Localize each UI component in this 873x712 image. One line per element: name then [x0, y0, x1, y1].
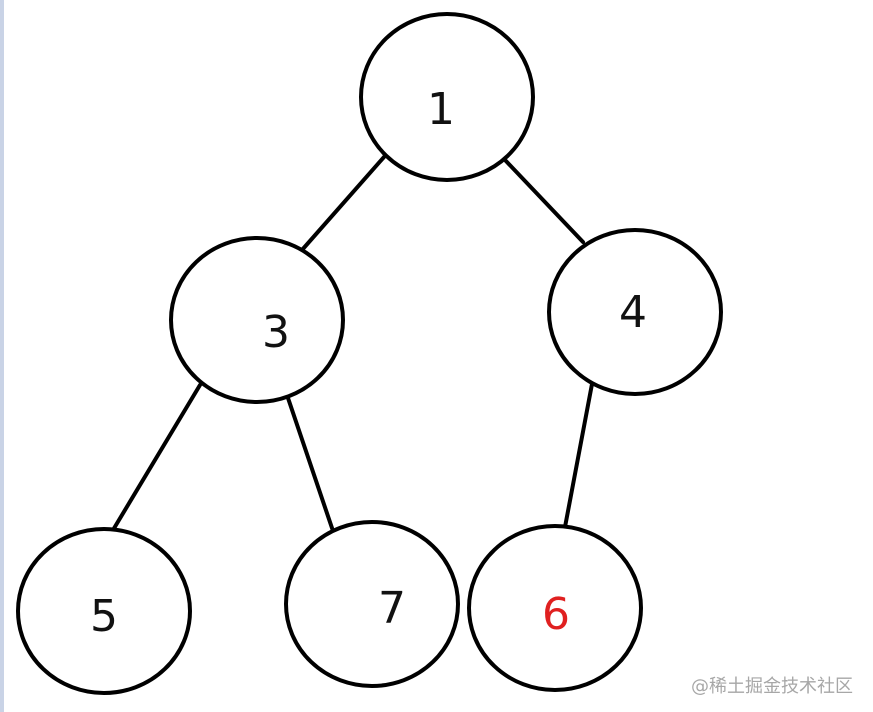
node-label-6: 6	[542, 589, 570, 640]
edge-n1-n4	[503, 158, 585, 244]
edge-n1-n3	[300, 155, 386, 252]
edge-n3-n7	[286, 396, 335, 533]
node-circle-7	[284, 520, 460, 688]
node-label-4: 4	[619, 287, 647, 338]
watermark-text: @稀土掘金技术社区	[691, 676, 853, 697]
edge-n4-n6	[563, 382, 594, 529]
left-border	[0, 0, 4, 712]
node-label-3: 3	[262, 307, 290, 358]
node-circle-5	[16, 527, 192, 695]
edge-n3-n5	[111, 383, 202, 532]
node-label-7: 7	[378, 583, 406, 634]
node-circle-1	[359, 12, 535, 182]
node-label-5: 5	[90, 591, 118, 642]
node-circle-4	[547, 228, 723, 396]
node-circle-6	[467, 524, 643, 692]
node-label-1: 1	[427, 84, 455, 135]
tree-edges	[111, 155, 594, 533]
tree-nodes: 1 3 4 5 7 6	[16, 12, 723, 695]
node-circle-3	[169, 236, 345, 404]
